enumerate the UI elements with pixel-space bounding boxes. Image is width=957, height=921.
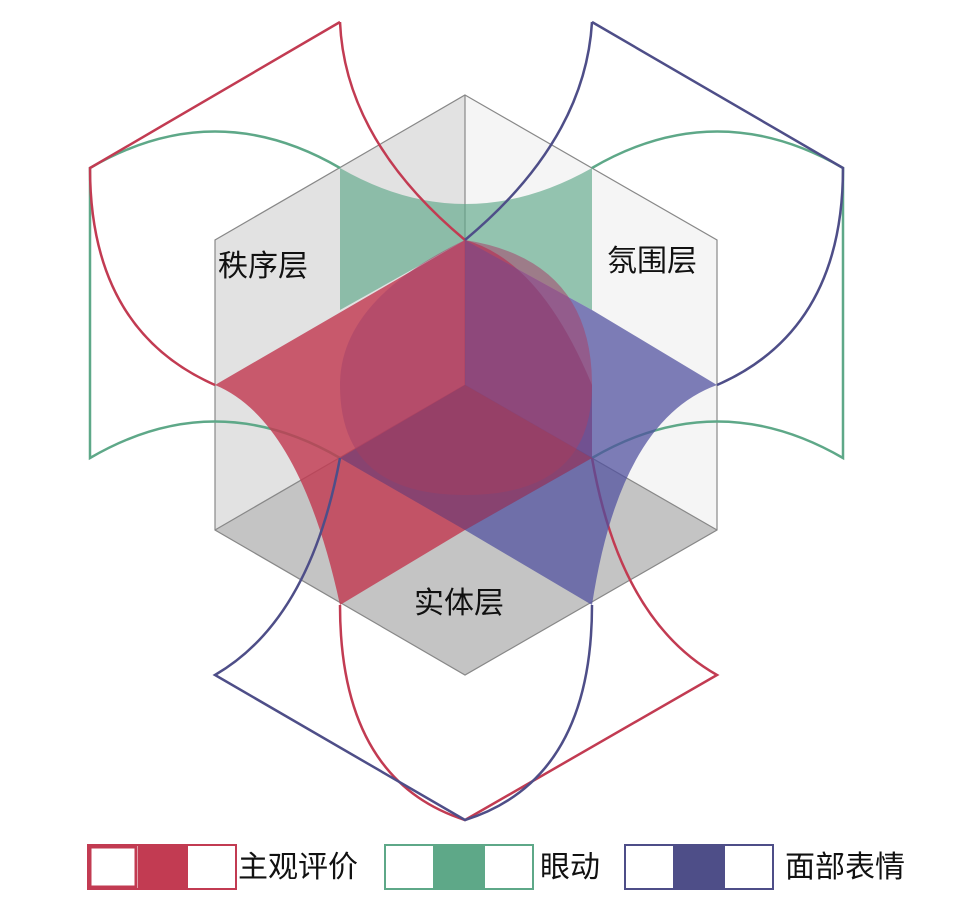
legend-label-facial: 面部表情 — [785, 850, 905, 885]
legend-label-eye-tracking: 眼动 — [540, 850, 600, 885]
overlap-base — [340, 385, 592, 530]
label-atmosphere-layer: 氛围层 — [607, 244, 697, 279]
label-order-layer: 秩序层 — [218, 249, 308, 284]
legend-item-facial: 面部表情 — [624, 844, 905, 890]
legend-label-subjective: 主观评价 — [238, 850, 358, 885]
legend: 主观评价 眼动 面部表情 — [87, 844, 905, 890]
subjective-evaluation-outline — [88, 20, 720, 822]
legend-item-subjective: 主观评价 — [87, 844, 358, 890]
eye-tracking-outline-left — [88, 130, 341, 461]
eye-tracking-outline-right — [591, 130, 845, 461]
label-entity-layer: 实体层 — [414, 586, 504, 621]
facial-expression-outline — [212, 20, 845, 822]
legend-item-eye-tracking: 眼动 — [384, 844, 600, 890]
